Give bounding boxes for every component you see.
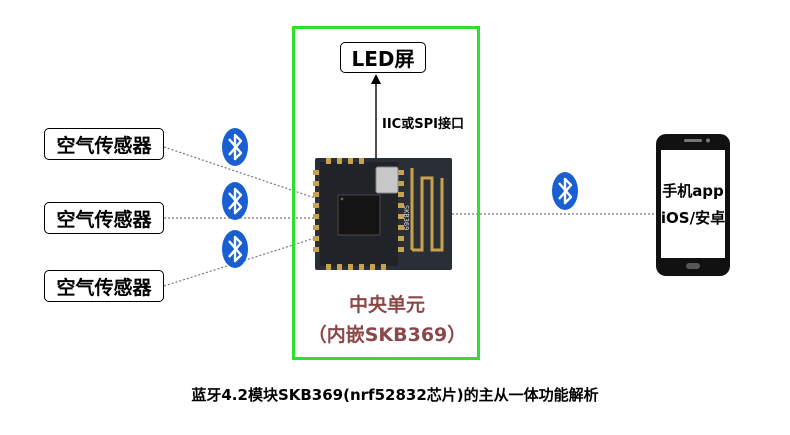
bluetooth-icon (222, 128, 248, 166)
led-screen-label: LED屏 (351, 47, 415, 71)
sensor-label: 空气传感器 (56, 208, 152, 231)
link-sensor-3 (163, 237, 316, 287)
sensor-box-2: 空气传感器 (44, 202, 164, 234)
figure-caption: 蓝牙4.2模块SKB369(nrf52832芯片)的主从一体功能解析 (191, 386, 599, 404)
central-unit-title: 中央单元 (348, 294, 425, 316)
bus-interface-label: IIC或SPI接口 (382, 117, 464, 132)
bluetooth-icon (552, 172, 578, 210)
sensor-label: 空气传感器 (56, 276, 152, 299)
led-screen-box: LED屏 (340, 42, 426, 73)
phone-os-label: iOS/安卓 (660, 209, 726, 227)
chip-marking: SKB369 (402, 205, 410, 231)
phone-icon (656, 134, 730, 276)
link-sensor-1 (163, 146, 316, 199)
central-unit-frame (292, 26, 480, 360)
bluetooth-icon (222, 182, 248, 220)
central-unit-label: 中央单元 （内嵌SKB369） (296, 290, 478, 350)
phone-label: 手机app iOS/安卓 (656, 178, 730, 232)
ble-module (313, 158, 452, 270)
central-unit-subtitle: （内嵌SKB369） (307, 324, 467, 346)
led-arrow-head (371, 74, 381, 84)
antenna-icon (410, 168, 444, 252)
bluetooth-icon (222, 230, 248, 268)
sensor-box-3: 空气传感器 (44, 270, 164, 302)
phone-app-label: 手机app (662, 182, 724, 200)
sensor-label: 空气传感器 (56, 134, 152, 157)
sensor-box-1: 空气传感器 (44, 128, 164, 160)
